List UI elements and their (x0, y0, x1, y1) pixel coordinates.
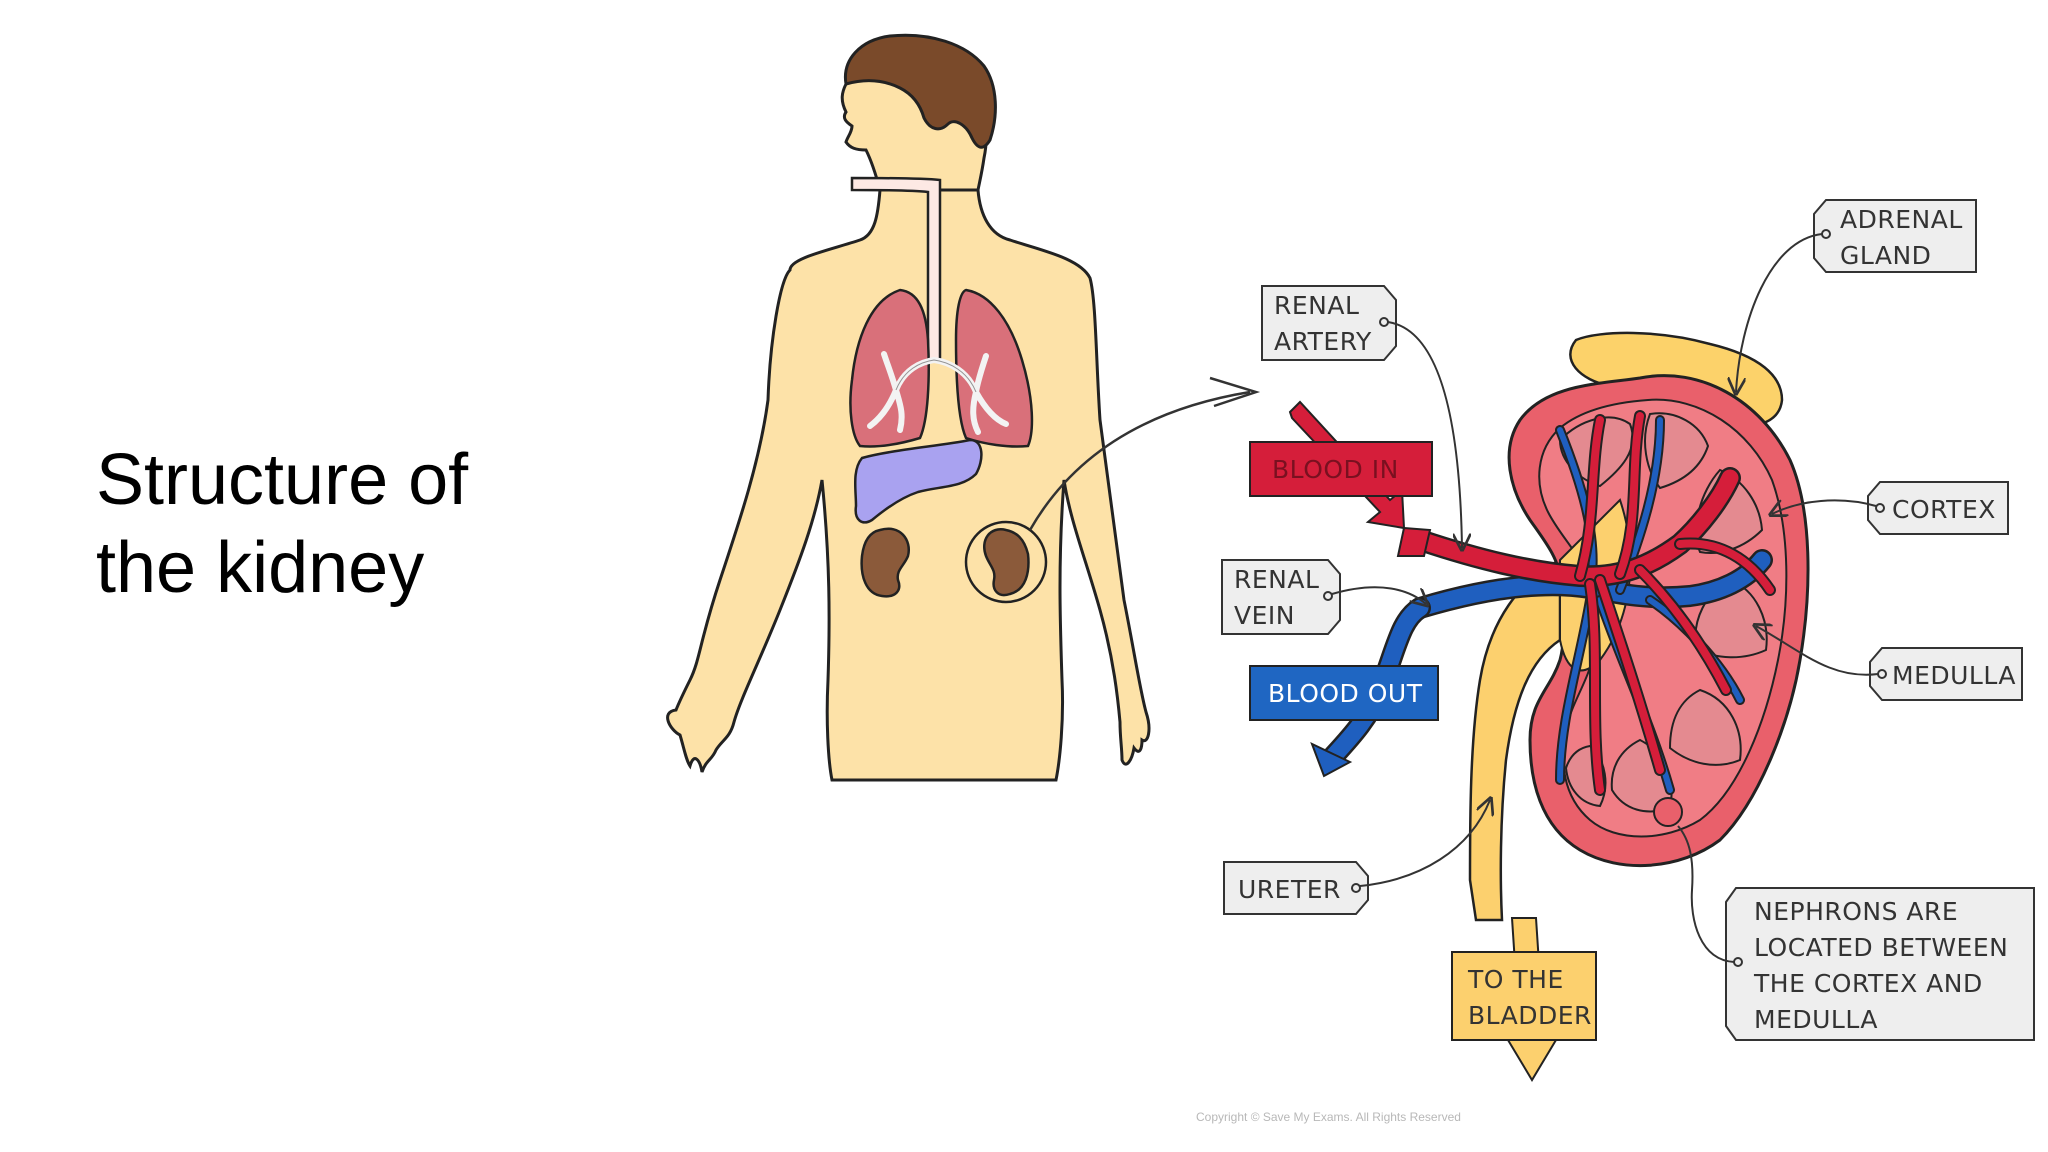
title-line-2: the kidney (96, 528, 425, 608)
liver (854, 438, 983, 524)
label-renal-artery-line-2: ARTERY (1274, 327, 1372, 356)
human-body-illustration (666, 33, 1151, 782)
label-to-the-bladder: TO THE BLADDER (1451, 951, 1597, 1041)
slide-title: Structure of the kidney (96, 436, 468, 612)
label-cortex-text: CORTEX (1892, 495, 1996, 524)
label-blood-out-text: BLOOD OUT (1268, 679, 1423, 708)
title-line-1: Structure of (96, 440, 469, 520)
label-bladder-line-2: BLADDER (1468, 1001, 1592, 1030)
label-nephrons-line-2: LOCATED BETWEEN (1754, 933, 2008, 962)
label-cortex: CORTEX (1772, 481, 2009, 535)
label-blood-in: BLOOD IN (1249, 441, 1433, 497)
arteries (1409, 410, 1776, 796)
hair (843, 33, 997, 149)
label-nephrons-line-4: MEDULLA (1754, 1005, 1878, 1034)
label-ureter: URETER (1223, 800, 1490, 915)
left-kidney-small (860, 527, 911, 598)
label-nephrons-line-3: THE CORTEX AND (1753, 969, 1983, 998)
kidney-highlight-circle (964, 520, 1048, 604)
ureter (1468, 557, 1562, 922)
label-blood-out: BLOOD OUT (1249, 665, 1439, 721)
label-medulla-text: MEDULLA (1892, 661, 2016, 690)
label-renal-vein-line-1: RENAL (1234, 565, 1319, 594)
label-adrenal-line-2: GLAND (1840, 241, 1931, 270)
renal-artery-stub (1396, 526, 1432, 557)
label-nephrons: NEPHRONS ARE LOCATED BETWEEN THE CORTEX … (1677, 825, 2035, 1041)
label-renal-vein-line-2: VEIN (1234, 601, 1295, 630)
blood-out-arrowhead-icon (1310, 742, 1353, 778)
label-adrenal-gland: ADRENAL GLAND (1736, 199, 1977, 392)
zoom-arrow-icon (1028, 390, 1251, 531)
right-kidney-small (983, 528, 1030, 597)
label-renal-artery: RENAL ARTERY (1261, 285, 1462, 548)
label-nephrons-line-1: NEPHRONS ARE (1754, 897, 1958, 926)
label-bladder-line-1: TO THE (1467, 965, 1564, 994)
label-renal-artery-line-1: RENAL (1274, 291, 1359, 320)
label-medulla: MEDULLA (1756, 626, 2023, 701)
label-ureter-text: URETER (1238, 875, 1341, 904)
copyright-notice: Copyright © Save My Exams. All Rights Re… (1196, 1110, 1461, 1124)
label-renal-vein: RENAL VEIN (1221, 559, 1426, 635)
label-adrenal-line-1: ADRENAL (1840, 205, 1963, 234)
label-blood-in-text: BLOOD IN (1272, 455, 1399, 484)
nephron-circle (1653, 797, 1683, 827)
